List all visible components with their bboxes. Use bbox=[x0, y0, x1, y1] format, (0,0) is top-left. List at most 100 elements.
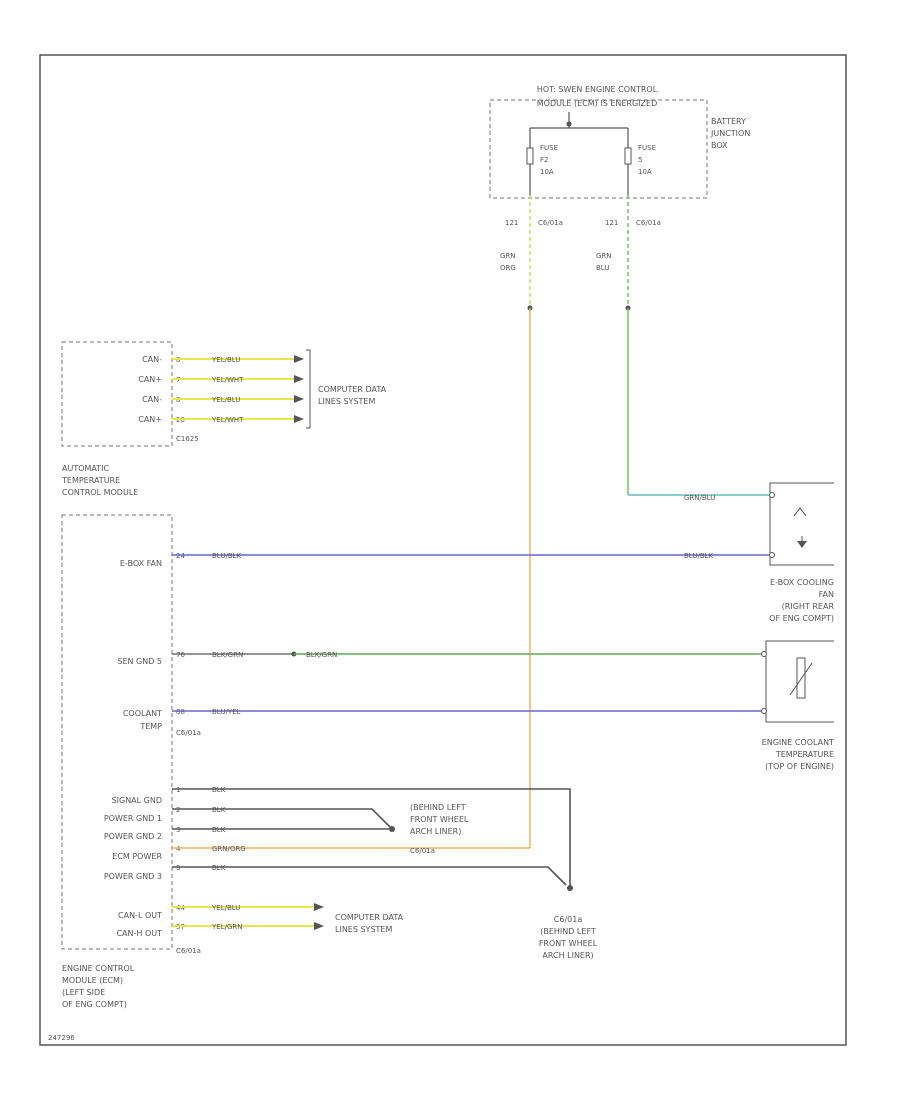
atc-arrow-3 bbox=[294, 395, 304, 403]
coolant-connector-id: C6/01a bbox=[176, 729, 201, 737]
ecm-ground-pin-1: 1 bbox=[176, 786, 180, 794]
atc-connector-id: C1625 bbox=[176, 435, 199, 443]
ecm-sen-gnd-name: SEN GND 5 bbox=[117, 657, 162, 666]
signal-gnd-wire-label: BLK bbox=[212, 786, 226, 794]
power-gnd-3-wire bbox=[172, 866, 567, 886]
right-fuse-pin: 121 bbox=[605, 219, 618, 227]
ecm-can-name-2: CAN-H OUT bbox=[116, 929, 162, 938]
diagram-frame bbox=[39, 54, 847, 1046]
atc-arrow-2 bbox=[294, 375, 304, 383]
fan-housing bbox=[769, 482, 834, 566]
ebox-fan-wire-label-left: BLU/BLK bbox=[212, 552, 242, 560]
ecm-ground-pin-2: 2 bbox=[176, 806, 180, 814]
left-wire-color-line1: GRN bbox=[500, 252, 516, 260]
ecm-can-wire-label-2: YEL/GRN bbox=[211, 923, 242, 931]
ecm-ground-name-2: POWER GND 1 bbox=[104, 814, 162, 823]
ecm-ebox-fan-pin: 24 bbox=[176, 552, 185, 560]
atc-wire-label-4: YEL/WHT bbox=[211, 416, 244, 424]
ecm-ground-name-5: POWER GND 3 bbox=[104, 872, 162, 881]
ecm-ground-name-3: POWER GND 2 bbox=[104, 832, 162, 841]
footer-id: 247296 bbox=[48, 1034, 75, 1042]
left-fuse-connector: C6/01a bbox=[538, 219, 563, 227]
atc-wire-label-2: YEL/WHT bbox=[211, 376, 244, 384]
atc-pin-name-4: CAN+ bbox=[138, 415, 162, 424]
ecm-can-destination-line1: COMPUTER DATA bbox=[335, 913, 404, 922]
sensor-housing bbox=[765, 640, 834, 723]
right-fuse-connector: C6/01a bbox=[636, 219, 661, 227]
fan-supply-wire-label: GRN/BLU bbox=[684, 494, 715, 502]
atc-arrow-1 bbox=[294, 355, 304, 363]
fan-motor-symbol bbox=[797, 541, 807, 548]
ecm-ground-pin-5: 5 bbox=[176, 864, 180, 872]
power-gnd-1-wire bbox=[172, 808, 391, 828]
ecm-coolant-name-line1: COOLANT bbox=[123, 709, 162, 718]
ecm-ground-pin-3: 3 bbox=[176, 826, 180, 834]
coolant-sensor-line1: ENGINE COOLANT bbox=[762, 738, 834, 747]
fuse-right-line3: 10A bbox=[638, 168, 652, 176]
ecm-can-arrow-2 bbox=[314, 922, 324, 930]
ecm-connector-id: C6/01a bbox=[176, 947, 201, 955]
ebox-fan-wire-label-right: BLU/BLK bbox=[684, 552, 714, 560]
ecm-sen-gnd-pin: 76 bbox=[176, 651, 185, 659]
sensor-terminal-top bbox=[761, 651, 767, 657]
ebox-fan-line3: (RIGHT REAR bbox=[782, 602, 835, 611]
atc-destination-bracket bbox=[306, 349, 311, 429]
junction-box-label-line2: JUNCTION bbox=[710, 129, 750, 138]
ecm-can-destination-line2: LINES SYSTEM bbox=[335, 925, 392, 934]
ground2-line3: ARCH LINER) bbox=[542, 951, 593, 960]
ebox-cooling-fan: E-BOX COOLING FAN (RIGHT REAR OF ENG COM… bbox=[769, 482, 835, 623]
sensor-terminal-bottom bbox=[761, 708, 767, 714]
atc-pin-name-3: CAN- bbox=[142, 395, 162, 404]
junction-box-label-line1: BATTERY bbox=[711, 117, 746, 126]
ecm-ground-pin-4: 4 bbox=[176, 845, 181, 853]
coolant-temp-sensor: ENGINE COOLANT TEMPERATURE (TOP OF ENGIN… bbox=[761, 640, 834, 771]
ground1-location: (BEHIND LEFT FRONT WHEEL ARCH LINER) C6/… bbox=[410, 803, 469, 855]
ecm-ground-name-1: SIGNAL GND bbox=[112, 796, 162, 805]
ecm-label-line4: OF ENG COMPT) bbox=[62, 1000, 127, 1009]
atc-destination-line2: LINES SYSTEM bbox=[318, 397, 375, 406]
ebox-fan-line1: E-BOX COOLING bbox=[770, 578, 834, 587]
ground2-name: C6/01a bbox=[554, 915, 583, 924]
ecm-can-name-1: CAN-L OUT bbox=[118, 911, 162, 920]
coolant-sensor-line2: TEMPERATURE bbox=[775, 750, 834, 759]
engine-control-module: E-BOX FAN 24 BLU/BLK BLU/BLK SEN GND 5 7… bbox=[61, 514, 770, 1009]
fan-terminal-bottom bbox=[769, 552, 775, 558]
atc-pin-name-1: CAN- bbox=[142, 355, 162, 364]
ecm-can-wire-label-1: YEL/BLU bbox=[211, 904, 240, 912]
hot-header-line1: HOT: SWEN ENGINE CONTROL bbox=[537, 85, 658, 94]
atc-wire-label-1: YEL/BLU bbox=[211, 356, 240, 364]
junction-box-label-line3: BOX bbox=[711, 141, 728, 150]
left-wire-color-line2: ORG bbox=[500, 264, 516, 272]
ecm-power-wire-label: GRN/ORG bbox=[212, 845, 246, 853]
atc-pin-name-2: CAN+ bbox=[138, 375, 162, 384]
ground2-line1: (BEHIND LEFT bbox=[540, 927, 596, 936]
power-gnd-3-wire-label: BLK bbox=[212, 864, 226, 872]
fuse-left-line2: F2 bbox=[540, 156, 548, 164]
junction-box-outline bbox=[489, 99, 708, 199]
ground1-line1: (BEHIND LEFT bbox=[410, 803, 466, 812]
battery-junction-box: HOT: SWEN ENGINE CONTROL MODULE (ECM) IS… bbox=[489, 85, 750, 272]
signal-gnd-wire bbox=[172, 788, 571, 888]
ecm-ebox-fan-name: E-BOX FAN bbox=[120, 559, 162, 568]
sen-gnd-wire-label-left: BLK/GRN bbox=[212, 651, 243, 659]
ground2-line2: FRONT WHEEL bbox=[539, 939, 598, 948]
sen-gnd-wire-label-right: BLK/GRN bbox=[306, 651, 337, 659]
right-wire-color-line2: BLU bbox=[596, 264, 609, 272]
ground2-dot bbox=[567, 885, 573, 891]
atc-wire-label-3: YEL/BLU bbox=[211, 396, 240, 404]
power-gnd-2-wire-label: BLK bbox=[212, 826, 226, 834]
thermistor-body bbox=[796, 657, 806, 699]
atc-label-line1: AUTOMATIC bbox=[62, 464, 110, 473]
coolant-temp-wire-label: BLU/YEL bbox=[212, 708, 241, 716]
hot-header-line2: MODULE (ECM) IS ENERGIZED bbox=[537, 99, 657, 108]
fuse-right-line1: FUSE bbox=[638, 144, 656, 152]
atc-label-line2: TEMPERATURE bbox=[61, 476, 120, 485]
ebox-fan-line4: OF ENG COMPT) bbox=[769, 614, 834, 623]
power-gnd-1-wire-label: BLK bbox=[212, 806, 226, 814]
fuse-left-line1: FUSE bbox=[540, 144, 558, 152]
ground1-line2: FRONT WHEEL bbox=[410, 815, 469, 824]
fuse-left-line3: 10A bbox=[540, 168, 554, 176]
ecm-ground-name-4: ECM POWER bbox=[112, 852, 162, 861]
thermistor-arrow bbox=[789, 662, 813, 696]
